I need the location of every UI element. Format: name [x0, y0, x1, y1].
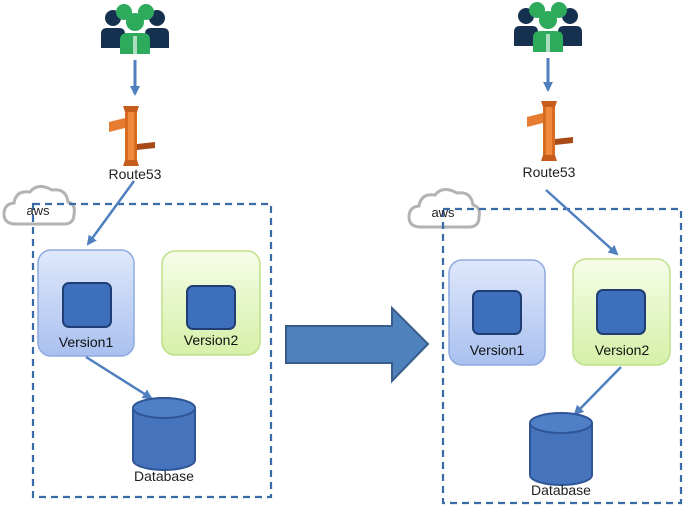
route53-label: Route53: [108, 166, 162, 182]
route53-icon: [109, 106, 155, 166]
version2-instance-icon: [186, 285, 236, 330]
right-panel: [407, 2, 683, 505]
users-icon: [101, 4, 169, 54]
transition-arrow: [285, 305, 430, 384]
left-panel: [2, 4, 273, 499]
aws-label: aws: [26, 203, 50, 218]
database-icon: [132, 397, 196, 471]
route53-to-version1-arrow: [86, 180, 136, 246]
route53-icon: [527, 101, 573, 161]
version2-label: Version2: [594, 342, 650, 358]
aws-label: aws: [431, 205, 455, 220]
version1-instance-icon: [472, 290, 522, 335]
route53-label: Route53: [522, 164, 576, 180]
version1-to-database-arrow: [85, 355, 153, 400]
version2-instance-icon: [596, 289, 646, 335]
database-label: Database: [134, 468, 194, 484]
aws-region-boundary: [31, 202, 273, 499]
database-label: Database: [531, 482, 591, 498]
version2-to-database-arrow: [573, 366, 622, 416]
route53-to-version2-arrow: [545, 189, 619, 256]
aws-region-boundary: [441, 207, 683, 505]
version1-label: Version1: [58, 334, 114, 350]
database-icon: [529, 412, 593, 486]
version1-label: Version1: [469, 342, 525, 358]
version2-label: Version2: [183, 332, 239, 348]
version1-instance-icon: [62, 282, 112, 328]
users-icon: [514, 2, 582, 52]
